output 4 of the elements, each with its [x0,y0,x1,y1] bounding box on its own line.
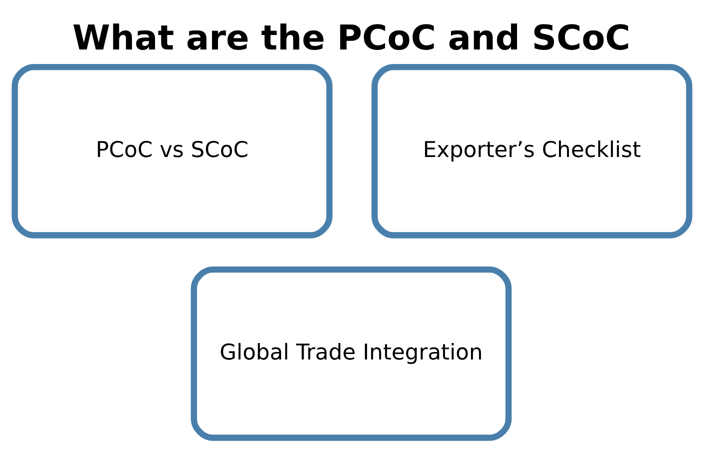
diagram-title: What are the PCoC and SCoC [72,18,630,58]
node-box: Exporter’s Checklist [371,63,692,238]
node-box: PCoC vs SCoC [12,63,333,238]
node-box: Global Trade Integration [190,266,512,440]
